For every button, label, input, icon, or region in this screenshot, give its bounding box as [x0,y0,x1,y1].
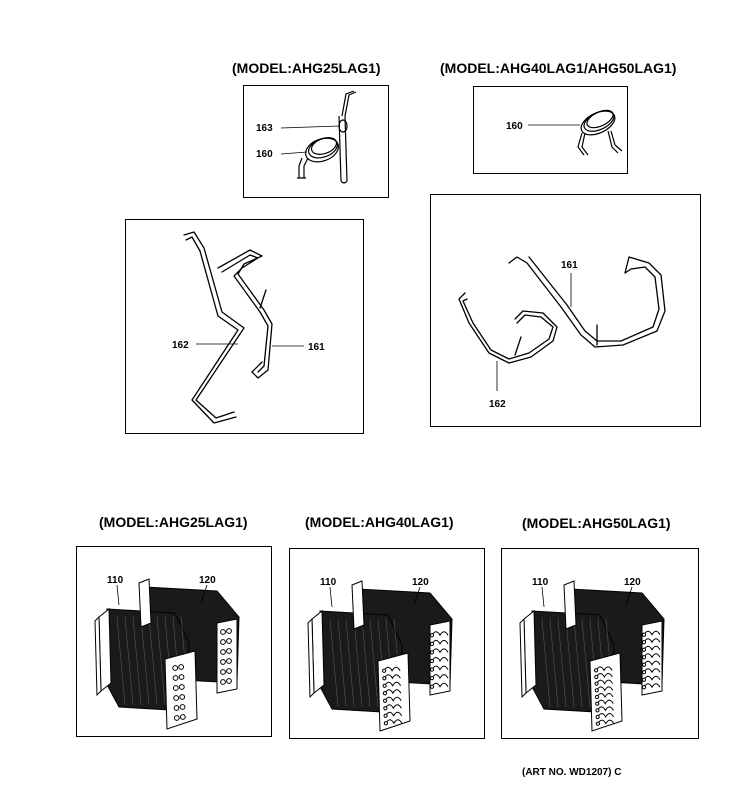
model-title-ahg50-bottom: (MODEL:AHG50LAG1) [522,515,671,531]
callout-120: 120 [199,575,216,586]
tube-assembly-drawing-ahg25: 162 161 [172,231,325,424]
model-title-ahg40-bottom: (MODEL:AHG40LAG1) [305,514,454,530]
tube-assembly-panel-ahg25: 162 161 [125,219,364,434]
art-number: (ART NO. WD1207) C [522,767,622,778]
callout-162: 162 [172,340,189,351]
callout-161-b: 161 [561,260,578,271]
evaporator-condenser-coil-ahg25: 110 120 [94,575,240,730]
callout-110: 110 [107,575,124,586]
callout-110: 110 [532,577,549,588]
tube-assembly-panel-ahg40-ahg50: 161 162 [430,194,701,427]
coil-panel-ahg25: 110 120 [76,546,272,737]
evaporator-condenser-coil-ahg50: 110 120 [519,577,665,732]
callout-162-b: 162 [489,399,506,410]
tube-assembly-drawing-ahg40-ahg50: 161 162 [458,256,666,410]
capillary-coil-drawing: 160 [506,109,623,156]
coil-panel-ahg50: 110 120 [501,548,699,739]
callout-160: 160 [256,149,273,160]
model-title-ahg25-bottom: (MODEL:AHG25LAG1) [99,514,248,530]
callout-160-b: 160 [506,121,523,132]
callout-163: 163 [256,123,273,134]
callout-120: 120 [624,577,641,588]
callout-161: 161 [308,342,325,353]
capillary-tube-panel-ahg25: 163 160 [243,85,389,198]
callout-120: 120 [412,577,429,588]
evaporator-condenser-coil-ahg40: 110 120 [307,577,453,732]
callout-110: 110 [320,577,337,588]
model-title-ahg25-top: (MODEL:AHG25LAG1) [232,60,381,76]
capillary-tube-drawing: 163 160 [256,90,357,184]
coil-panel-ahg40: 110 120 [289,548,485,739]
capillary-tube-panel-ahg40-ahg50: 160 [473,86,628,174]
leader-160 [280,151,308,155]
leader-163 [280,125,340,129]
model-title-ahg40-ahg50-top: (MODEL:AHG40LAG1/AHG50LAG1) [440,60,677,76]
